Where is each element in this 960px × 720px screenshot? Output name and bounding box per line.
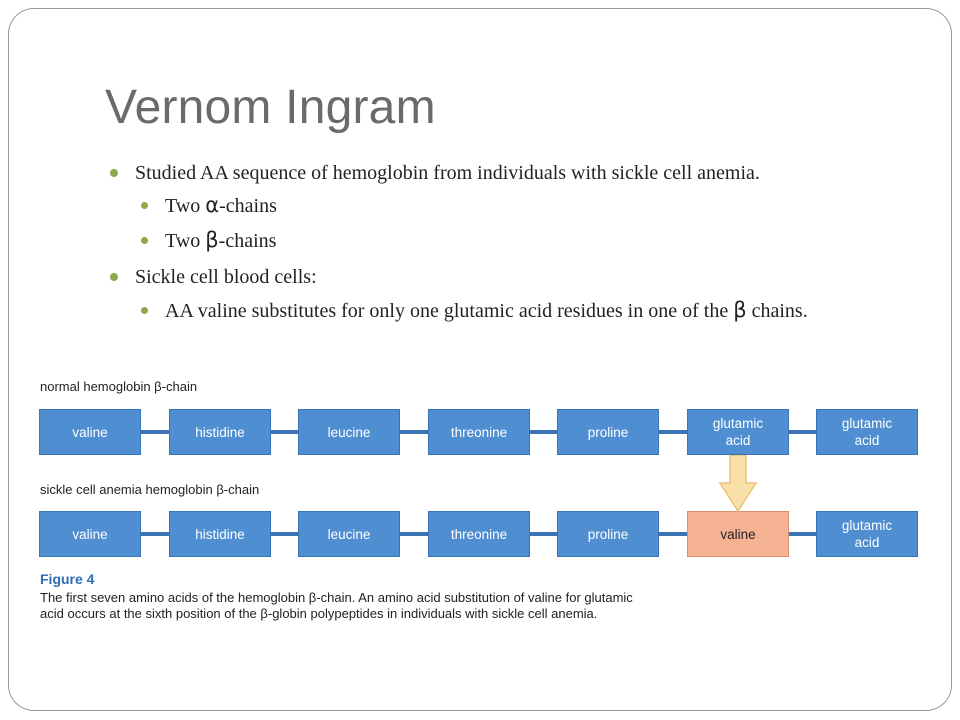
chain-link (400, 430, 428, 434)
chain-link (659, 430, 687, 434)
slide-frame (8, 8, 952, 711)
bullet-text-post: chains. (746, 300, 808, 322)
normal-chain-label: normal hemoglobin β-chain (40, 379, 198, 394)
chain-link (530, 430, 557, 434)
bullet-studied-aa: Studied AA sequence of hemoglobin from i… (110, 158, 760, 188)
figure-caption-heading: Figure 4 (40, 571, 95, 587)
sickle-amino-acid-histidine: histidine (169, 511, 271, 557)
greek-beta: β (733, 298, 747, 322)
sickle-amino-acid-valine: valine (687, 511, 789, 557)
substitution-arrow-icon (718, 455, 758, 513)
sickle-amino-acid-leucine: leucine (298, 511, 400, 557)
bullet-text: Studied AA sequence of hemoglobin from i… (135, 162, 760, 184)
bullet-dot (141, 202, 148, 209)
bullet-valine-substitutes: AA valine substitutes for only one gluta… (141, 295, 890, 327)
chain-link (141, 532, 169, 536)
chain-link (141, 430, 169, 434)
bullet-text-pre: Two (165, 195, 206, 217)
sickle-amino-acid-threonine: threonine (428, 511, 530, 557)
sickle-chain-label: sickle cell anemia hemoglobin β-chain (40, 482, 260, 497)
bullet-dot (141, 237, 148, 244)
bullet-alpha-chains: Two α-chains (141, 190, 277, 221)
slide-title: Vernom Ingram (105, 81, 436, 134)
bullet-text-pre: Two (165, 230, 206, 252)
figure-caption: The first seven amino acids of the hemog… (40, 590, 633, 621)
sickle-amino-acid-valine: valine (39, 511, 141, 557)
chain-link (789, 532, 816, 536)
bullet-text-post: -chains (218, 230, 277, 252)
normal-amino-acid-proline: proline (557, 409, 659, 455)
bullet-text: Sickle cell blood cells: (135, 266, 317, 288)
greek-alpha: α (205, 193, 220, 217)
greek-beta: β (205, 228, 219, 252)
normal-amino-acid-leucine: leucine (298, 409, 400, 455)
bullet-sickle-cells: Sickle cell blood cells: (110, 262, 317, 292)
normal-amino-acid-histidine: histidine (169, 409, 271, 455)
bullet-dot (141, 307, 148, 314)
bullet-text-pre: AA valine substitutes for only one gluta… (165, 300, 734, 322)
bullet-dot (110, 169, 118, 177)
chain-link (789, 430, 816, 434)
normal-amino-acid-threonine: threonine (428, 409, 530, 455)
bullet-text-post: -chains (219, 195, 277, 217)
normal-amino-acid-valine: valine (39, 409, 141, 455)
sickle-amino-acid-proline: proline (557, 511, 659, 557)
bullet-beta-chains: Two β-chains (141, 225, 277, 256)
chain-link (400, 532, 428, 536)
bullet-dot (110, 273, 118, 281)
chain-link (659, 532, 687, 536)
chain-link (530, 532, 557, 536)
chain-link (271, 532, 298, 536)
chain-link (271, 430, 298, 434)
